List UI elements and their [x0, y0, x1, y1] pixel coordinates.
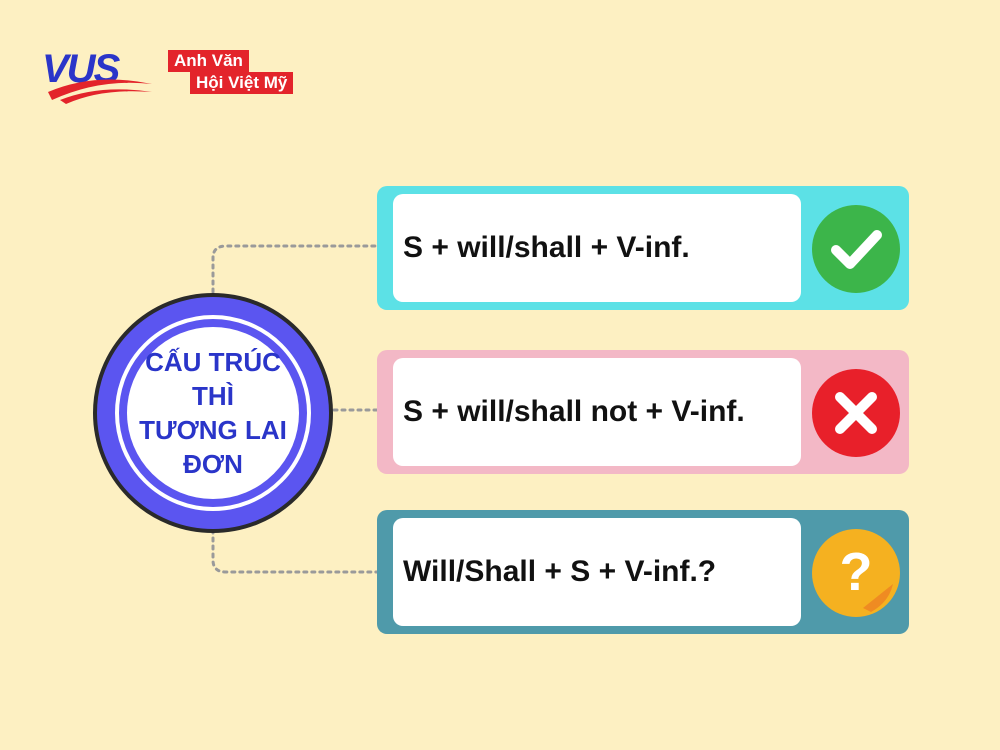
logo-swoosh-1: [48, 79, 152, 100]
affirmative-formula: S + will/shall + V-inf.: [393, 194, 801, 302]
hub-title-line: TƯƠNG LAI: [139, 415, 287, 445]
hub-title-line: CẤU TRÚC: [145, 347, 281, 377]
hub-title: CẤU TRÚC THÌ TƯƠNG LAI ĐƠN: [132, 332, 294, 494]
vus-logo: VUS Anh Văn Hội Việt Mỹ: [40, 44, 320, 108]
affirmative-card: S + will/shall + V-inf.: [377, 186, 909, 310]
question-formula: Will/Shall + S + V-inf.?: [393, 518, 801, 626]
negative-card: S + will/shall not + V-inf.: [377, 350, 909, 474]
negative-formula: S + will/shall not + V-inf.: [393, 358, 801, 466]
question-card: Will/Shall + S + V-inf.? ?: [377, 510, 909, 634]
logo-tagline-line2: Hội Việt Mỹ: [190, 72, 294, 94]
logo-tagline-line1: Anh Văn: [168, 50, 249, 72]
question-icon: ?: [812, 529, 900, 617]
connector-affirmative: [211, 244, 379, 302]
logo-swoosh-2: [60, 89, 152, 104]
vus-logo-mark: VUS: [42, 47, 152, 104]
svg-text:?: ?: [840, 542, 873, 602]
check-icon: [812, 205, 900, 293]
hub-circle: [93, 293, 333, 533]
cross-icon: [812, 369, 900, 457]
hub-title-line: ĐƠN: [183, 449, 243, 479]
connector-question: [211, 528, 379, 574]
hub-title-line: THÌ: [192, 381, 234, 411]
